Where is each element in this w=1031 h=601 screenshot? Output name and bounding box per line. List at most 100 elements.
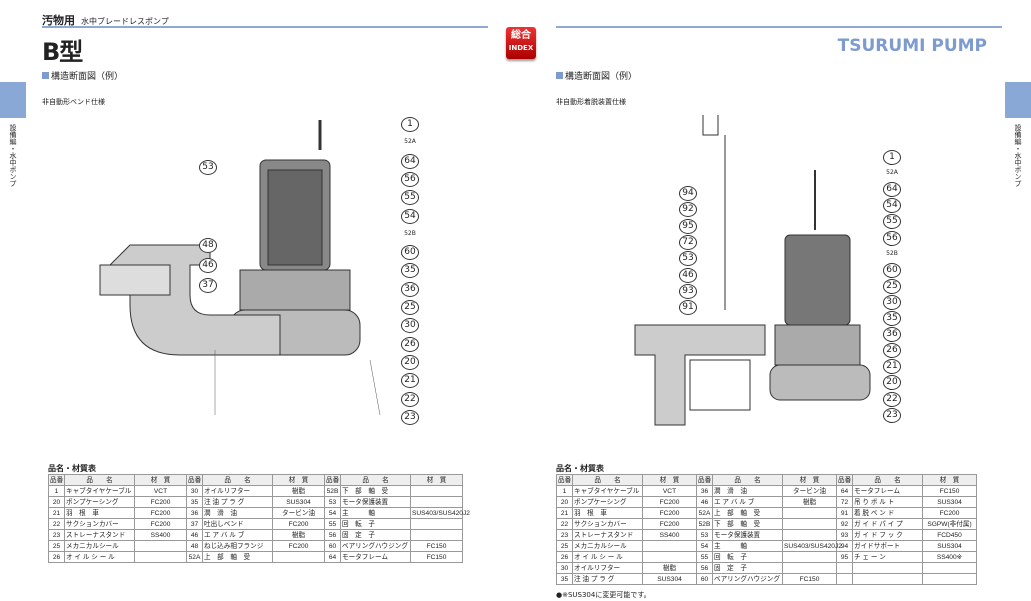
material: FC150	[782, 573, 837, 585]
part-name: 主 軸	[712, 540, 783, 552]
part-name: キャブタイヤケーブル	[572, 485, 643, 497]
side-tab-label: 設備編・水中ポンプ	[1014, 124, 1022, 187]
callout-72: 72	[679, 234, 697, 250]
material: FC200	[642, 496, 697, 508]
material: FC200	[642, 518, 697, 530]
part-number: 20	[48, 496, 65, 508]
callout-20: 20	[883, 375, 901, 391]
table-header-row: 品番品 名材 質品番品 名材 質品番品 名材 質	[556, 474, 977, 486]
callout-52B: 52B	[401, 226, 419, 242]
footnote: ●※SUS304に変更可能です。	[556, 591, 651, 599]
part-number	[836, 573, 853, 585]
part-number: 23	[48, 529, 65, 541]
part-number: 54	[696, 540, 713, 552]
callout-1: 1	[401, 117, 419, 132]
material	[642, 540, 697, 552]
material: SUS403/SUS420J2	[410, 507, 470, 519]
callout-37: 37	[199, 278, 217, 293]
callout-94: 94	[679, 186, 697, 201]
part-name: オイルリフター	[202, 485, 273, 497]
callout-21: 21	[883, 359, 901, 375]
callout-55: 55	[401, 190, 419, 206]
column-header: 品番	[696, 474, 713, 486]
part-number: 52B	[324, 485, 341, 497]
part-name: 下 部 軸 受	[340, 485, 411, 497]
part-number: 30	[556, 562, 573, 574]
part-number: 60	[696, 573, 713, 585]
part-name: 回 転 子	[712, 551, 783, 563]
part-name: メカニカルシール	[64, 540, 135, 552]
material	[134, 551, 187, 563]
side-tab-left[interactable]	[0, 82, 26, 118]
part-name: 回 転 子	[340, 518, 411, 530]
part-number: 26	[556, 551, 573, 563]
part-name: 羽 根 車	[64, 507, 135, 519]
callout-22: 22	[401, 391, 419, 407]
column-header: 品 名	[572, 474, 643, 486]
section-heading: 構造断面図（例）	[42, 69, 123, 82]
part-name: キャブタイヤケーブル	[64, 485, 135, 497]
material: FC200	[272, 540, 325, 552]
material: FC200	[922, 507, 977, 519]
part-name: 下 部 軸 受	[712, 518, 783, 530]
table-title: 品名・材質表	[48, 464, 96, 473]
material: 樹脂	[272, 485, 325, 497]
column-header: 品 名	[852, 474, 923, 486]
material	[782, 507, 837, 519]
part-number: 22	[48, 518, 65, 530]
part-number: 56	[324, 529, 341, 541]
callout-92: 92	[679, 202, 697, 218]
part-number: 1	[556, 485, 573, 497]
callout-60: 60	[401, 245, 419, 261]
section-heading: 構造断面図（例）	[556, 69, 637, 82]
category: 汚物用	[42, 14, 75, 27]
part-name: 吊 り ボ ル ト	[852, 496, 923, 508]
part-number: 25	[556, 540, 573, 552]
material: SS400	[134, 529, 187, 541]
part-name: 主 軸	[340, 507, 411, 519]
callout-60: 60	[883, 262, 901, 278]
callout-56: 56	[401, 171, 419, 187]
part-number: 52B	[696, 518, 713, 530]
part-number: 20	[556, 496, 573, 508]
material: SUS403/SUS420J2	[782, 540, 842, 552]
part-name: エ ア バ ル ブ	[202, 529, 273, 541]
spec-note: 非自動形ベンド仕様	[42, 98, 105, 106]
part-number: 72	[836, 496, 853, 508]
callout-55: 55	[883, 214, 901, 230]
callout-36: 36	[401, 281, 419, 297]
column-header: 品 名	[64, 474, 135, 486]
part-number: 64	[324, 551, 341, 563]
material	[642, 551, 697, 563]
material	[272, 551, 325, 563]
column-header: 品 名	[202, 474, 273, 486]
callout-53: 53	[679, 251, 697, 267]
callout-20: 20	[401, 354, 419, 370]
callout-64: 64	[883, 182, 901, 198]
part-number: 95	[836, 551, 853, 563]
callout-52B: 52B	[883, 246, 901, 262]
callout-35: 35	[883, 311, 901, 326]
material: FC200	[272, 518, 325, 530]
part-name: モータ保護装置	[340, 496, 411, 508]
part-name: ポンプケーシング	[64, 496, 135, 508]
part-name: オイルリフター	[572, 562, 643, 574]
part-name: 着 脱 ベ ン ド	[852, 507, 923, 519]
material: SS400※	[922, 551, 977, 563]
callout-1: 1	[883, 150, 901, 165]
side-tab-right[interactable]	[1005, 82, 1031, 118]
callout-26: 26	[883, 343, 901, 359]
index-label: 総合	[511, 30, 531, 41]
column-header: 材 質	[272, 474, 325, 486]
